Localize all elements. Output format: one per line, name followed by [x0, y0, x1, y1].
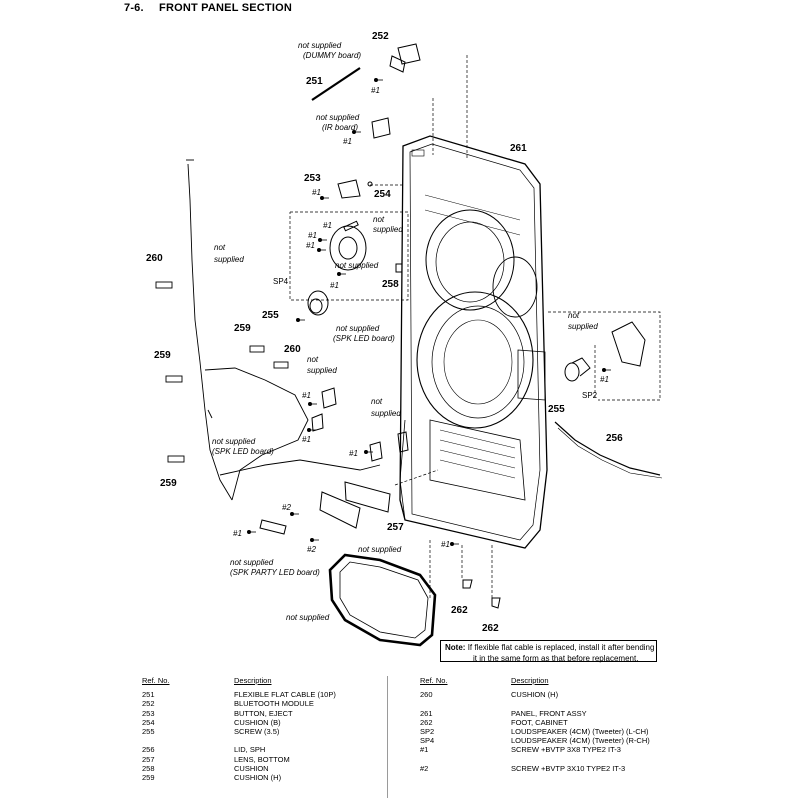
replacement-note: Note: If flexible flat cable is replaced… — [440, 640, 657, 663]
callout-259-a: 259 — [234, 323, 251, 334]
screw-2-b: #2 — [307, 545, 316, 554]
callout-259-b: 259 — [154, 350, 171, 361]
screw-1-a: #1 — [371, 86, 380, 95]
screw-1-k: #1 — [600, 375, 609, 384]
not-supplied-bottom: not supplied — [286, 613, 330, 622]
callout-253: 253 — [304, 173, 321, 184]
screw-1-i: #1 — [302, 435, 311, 444]
screw-1-e: #1 — [308, 231, 317, 240]
note-line-2: it in the same form as that before repla… — [473, 654, 639, 663]
ir-board-note: not supplied(IR board) — [316, 113, 360, 132]
callout-261: 261 — [510, 143, 527, 154]
callout-258: 258 — [382, 279, 399, 290]
callout-254: 254 — [374, 189, 391, 200]
table-row-spacer — [142, 736, 382, 745]
parts-header: Ref. No. Description — [420, 676, 720, 685]
screw-1-h: #1 — [302, 391, 311, 400]
label-sp2: SP2 — [582, 391, 598, 400]
screw-2-a: #2 — [282, 503, 291, 512]
ref-no-header: Ref. No. — [420, 676, 448, 685]
table-row-spacer — [420, 755, 720, 764]
parts-header: Ref. No. Description — [142, 676, 382, 685]
dummy-board-note: not supplied(DUMMY board) — [298, 41, 361, 60]
note-line-1: If flexible flat cable is replaced, inst… — [467, 643, 655, 652]
exploded-view-diagram: 252 251 261 253 254 258 260 255 259 260 … — [146, 31, 663, 647]
callout-260-left: 260 — [146, 253, 163, 264]
section-number: 7-6. — [124, 2, 144, 14]
label-sp4: SP4 — [273, 277, 289, 286]
callout-257: 257 — [387, 522, 404, 533]
screw-1-m: #1 — [441, 540, 450, 549]
screw-1-g: #1 — [330, 281, 339, 290]
column-divider — [387, 676, 388, 798]
section-title: FRONT PANEL SECTION — [159, 2, 292, 14]
callout-255-left: 255 — [262, 310, 279, 321]
callout-262-b: 262 — [482, 623, 499, 634]
screw-1-d: #1 — [323, 221, 332, 230]
not-supplied-mid: not supplied — [335, 261, 379, 270]
callout-252: 252 — [372, 31, 389, 42]
page-title: 7-6. FRONT PANEL SECTION — [124, 2, 292, 14]
party-led-board-note: not supplied(SPK PARTY LED board) — [230, 558, 320, 577]
screw-1-c: #1 — [312, 188, 321, 197]
spk-led-board-note-bottom: not supplied(SPK LED board) — [212, 437, 274, 456]
screw-1-f: #1 — [306, 241, 315, 250]
screw-1-l: #1 — [233, 529, 242, 538]
callout-256: 256 — [606, 433, 623, 444]
screw-1-j: #1 — [349, 449, 358, 458]
callout-255-right: 255 — [548, 404, 565, 415]
description-header: Description — [234, 676, 272, 685]
description-header: Description — [511, 676, 549, 685]
front-panel-assembly — [399, 135, 548, 549]
spk-led-board-note-top: not supplied(SPK LED board) — [333, 324, 395, 343]
note-label: Note: — [445, 643, 466, 652]
callout-251: 251 — [306, 76, 323, 87]
callout-259-c: 259 — [160, 478, 177, 489]
screw-1-b: #1 — [343, 137, 352, 146]
callout-260-mid: 260 — [284, 344, 301, 355]
ref-no-header: Ref. No. — [142, 676, 170, 685]
not-supplied-257: not supplied — [358, 545, 402, 554]
table-row-spacer — [420, 699, 720, 708]
callout-262-a: 262 — [451, 605, 468, 616]
